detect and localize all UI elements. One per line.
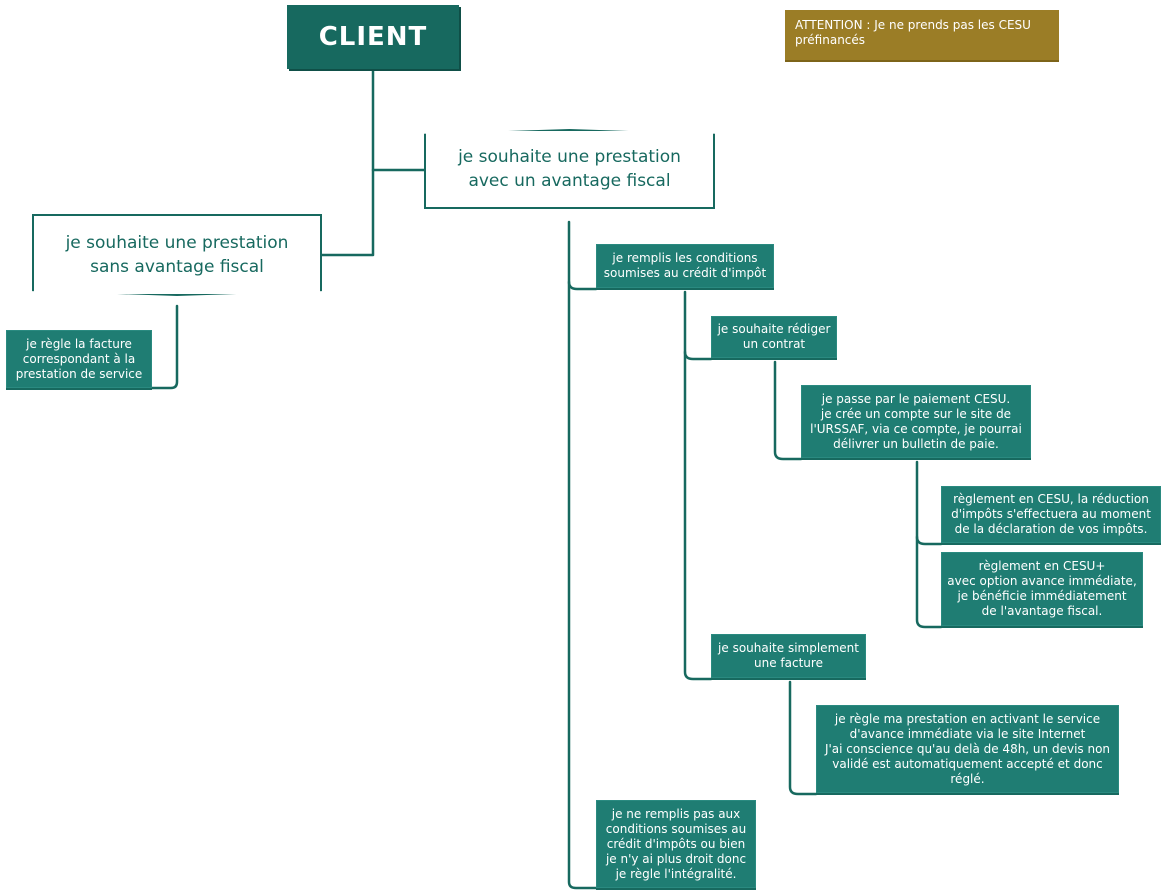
connector-root-trunk xyxy=(320,68,375,257)
leaf-cesu-plus[interactable]: règlement en CESU+ avec option avance im… xyxy=(941,552,1143,628)
connector-conditions-trunk xyxy=(683,290,713,681)
connector-cesu-to-reduction xyxy=(915,535,943,546)
root-client-node[interactable]: CLIENT xyxy=(287,5,459,69)
leaf-rediger-contrat[interactable]: je souhaite rédiger un contrat xyxy=(711,316,837,360)
attention-note: ATTENTION : Je ne prends pas les CESU pr… xyxy=(785,10,1059,62)
branch-sans-avantage-fiscal[interactable]: je souhaite une prestation sans avantage… xyxy=(32,214,322,296)
leaf-avance-immediate[interactable]: je règle ma prestation en activant le se… xyxy=(816,705,1119,795)
leaf-regle-facture[interactable]: je règle la facture correspondant à la p… xyxy=(6,330,152,390)
connector-cesu-trunk xyxy=(915,460,943,629)
connector-contrat-to-cesu xyxy=(773,360,803,461)
leaf-paiement-cesu[interactable]: je passe par le paiement CESU. je crée u… xyxy=(801,385,1031,460)
connector-facture-to-avance xyxy=(788,680,818,796)
leaf-remplis-conditions[interactable]: je remplis les conditions soumises au cr… xyxy=(596,244,774,290)
connector-fiscal-to-conditions xyxy=(567,280,598,291)
leaf-non-conditions[interactable]: je ne remplis pas aux conditions soumise… xyxy=(596,800,756,890)
connector-fiscal-trunk xyxy=(567,220,598,890)
leaf-cesu-reduction[interactable]: règlement en CESU, la réduction d'impôts… xyxy=(941,486,1161,545)
leaf-simplement-facture[interactable]: je souhaite simplement une facture xyxy=(711,634,866,680)
connector-nofiscal-to-leaf xyxy=(150,304,179,390)
branch-avec-avantage-fiscal[interactable]: je souhaite une prestation avec un avant… xyxy=(424,129,715,209)
connector-conditions-to-contrat xyxy=(683,350,713,361)
